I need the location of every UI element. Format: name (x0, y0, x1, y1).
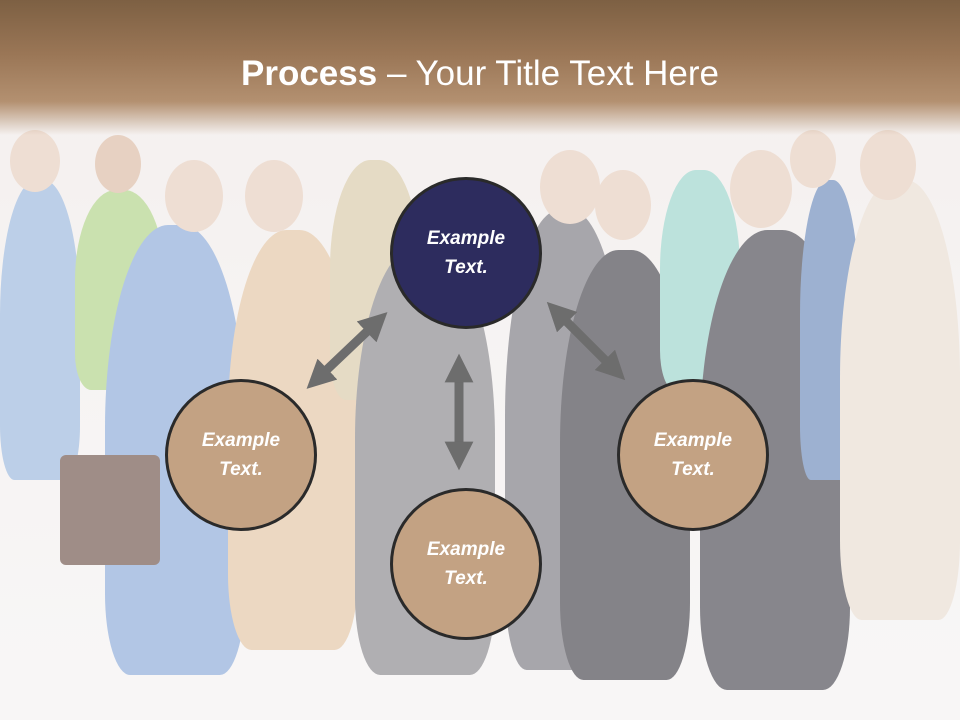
slide-title: Process – Your Title Text Here (0, 50, 960, 98)
arrow-center-left (306, 312, 388, 389)
title-dash: – (377, 54, 416, 93)
center-node-label: Example Text. (426, 228, 506, 278)
bottom-node-label: Example Text. (426, 539, 506, 589)
left-node: Example Text. (165, 379, 317, 531)
arrow-center-right (546, 301, 626, 381)
title-banner (0, 0, 960, 135)
title-rest: Your Title Text Here (415, 54, 720, 93)
title-bold: Process (241, 54, 378, 93)
left-node-label: Example Text. (201, 430, 281, 480)
right-node-label: Example Text. (653, 430, 733, 480)
center-node: Example Text. (390, 177, 542, 329)
bottom-node: Example Text. (390, 488, 542, 640)
right-node: Example Text. (617, 379, 769, 531)
